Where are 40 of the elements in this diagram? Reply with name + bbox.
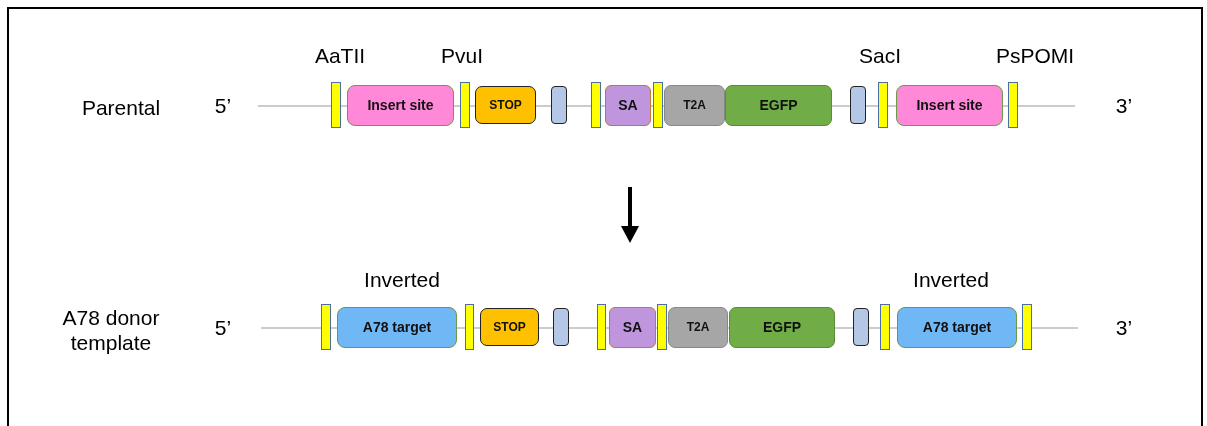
element-box xyxy=(850,86,866,124)
stop-box: STOP xyxy=(475,86,536,124)
element-box xyxy=(553,308,569,346)
enzyme-site-label: PsPOMI xyxy=(995,43,1075,69)
insert-site-box: Insert site xyxy=(347,84,454,126)
element-box xyxy=(853,308,869,346)
element-box xyxy=(551,86,567,124)
site-marker xyxy=(653,82,663,128)
target-box: A78 target xyxy=(897,306,1017,348)
site-marker xyxy=(465,304,474,350)
site-marker xyxy=(597,304,606,350)
enzyme-site-label: PvuI xyxy=(441,43,483,69)
site-marker xyxy=(878,82,888,128)
stop-box: STOP xyxy=(480,308,539,346)
site-marker xyxy=(321,304,331,350)
end-label: 5’ xyxy=(214,93,232,119)
site-marker xyxy=(880,304,890,350)
site-marker xyxy=(460,82,470,128)
t2a-box: T2A xyxy=(668,306,728,348)
site-marker xyxy=(591,82,601,128)
orientation-label: Inverted xyxy=(913,267,989,293)
row-label: A78 donor template xyxy=(61,304,161,356)
site-marker xyxy=(657,304,667,350)
site-marker xyxy=(1008,82,1018,128)
t2a-box: T2A xyxy=(664,84,725,126)
target-box: A78 target xyxy=(337,306,457,348)
sa-box: SA xyxy=(605,84,651,126)
egfp-box: EGFP xyxy=(729,306,835,348)
end-label: 5’ xyxy=(214,315,232,341)
enzyme-site-label: AaTII xyxy=(314,43,366,69)
site-marker xyxy=(1022,304,1032,350)
egfp-box: EGFP xyxy=(725,84,832,126)
site-marker xyxy=(331,82,341,128)
insert-site-box: Insert site xyxy=(896,84,1003,126)
row-label: Parental xyxy=(81,95,161,121)
end-label: 3’ xyxy=(1115,93,1133,119)
enzyme-site-label: SacI xyxy=(859,43,901,69)
end-label: 3’ xyxy=(1115,315,1133,341)
sa-box: SA xyxy=(609,306,656,348)
orientation-label: Inverted xyxy=(364,267,440,293)
